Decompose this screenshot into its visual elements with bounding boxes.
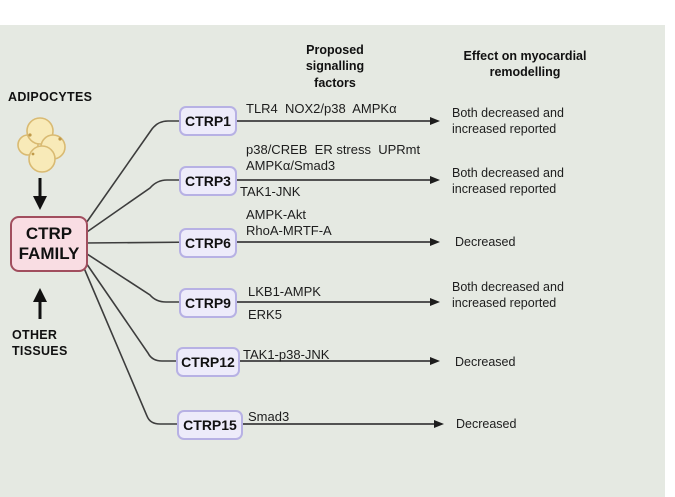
ctrp15-label: CTRP15	[183, 417, 237, 433]
row-arrowheads	[430, 117, 444, 428]
ctrp15-effect: Decreased	[456, 417, 517, 431]
row-arrows	[210, 120, 435, 425]
ctrp9-label: CTRP9	[185, 295, 231, 311]
down-arrow-icon	[33, 178, 47, 210]
connector-ctrp9	[83, 251, 206, 303]
ctrp6-label: CTRP6	[185, 235, 231, 251]
ctrp15-factor-above-1: Smad3	[248, 409, 290, 424]
adipocytes-label: ADIPOCYTES	[8, 90, 93, 104]
ctrp3-box: CTRP3	[179, 166, 237, 196]
ctrp1-effect: Both decreased and increased reported	[452, 106, 564, 136]
connector-ctrp1	[83, 120, 206, 227]
ctrp9-box: CTRP9	[179, 288, 237, 318]
ctrp12-effect: Decreased	[455, 355, 516, 369]
up-arrow-icon	[33, 288, 47, 319]
connector-ctrp12	[83, 259, 206, 362]
ctrp9-factor-above-1: LKB1-AMPK	[248, 284, 321, 299]
ctrp3-factor-below-1: TAK1-JNK	[240, 184, 301, 199]
signalling-factors-header: Proposed signalling factors	[305, 43, 365, 90]
effect-header: Effect on myocardial remodelling	[463, 49, 587, 80]
ctrp12-factor-above-1: TAK1-p38-JNK	[243, 347, 330, 362]
other-tissues-label: OTHER TISSUES	[12, 328, 68, 358]
diagram-background-panel	[0, 25, 665, 497]
ctrp6-factor-above-1: AMPK-Akt	[246, 207, 306, 222]
ctrp15-box: CTRP15	[177, 410, 243, 440]
ctrp9-effect: Both decreased and increased reported	[452, 280, 564, 310]
ctrp6-box: CTRP6	[179, 228, 237, 258]
ctrp6-factor-above-2: RhoA-MRTF-A	[246, 223, 332, 238]
ctrp3-label: CTRP3	[185, 173, 231, 189]
family-fan-connectors	[83, 120, 206, 425]
ctrp1-box: CTRP1	[179, 106, 237, 136]
connector-ctrp15	[83, 267, 206, 425]
ctrp-family-label: CTRP FAMILY	[18, 223, 80, 263]
ctrp3-factor-above-2: AMPKα/Smad3	[246, 158, 336, 173]
ctrp1-label: CTRP1	[185, 113, 231, 129]
adipocyte-cell-notches	[28, 133, 62, 156]
ctrp3-factor-above-1: p38/CREB ER stress UPRmt	[246, 142, 421, 157]
ctrp-family-box: CTRP FAMILY	[10, 216, 88, 272]
ctrp9-factor-below-1: ERK5	[248, 307, 282, 322]
ctrp1-factor-above-1: TLR4 NOX2/p38 AMPKα	[246, 101, 397, 116]
adipocyte-cells-icon	[17, 117, 66, 173]
ctrp12-label: CTRP12	[181, 354, 235, 370]
ctrp6-effect: Decreased	[455, 235, 516, 249]
ctrp3-effect: Both decreased and increased reported	[452, 166, 564, 196]
ctrp12-box: CTRP12	[176, 347, 240, 377]
connector-ctrp3	[83, 179, 206, 235]
